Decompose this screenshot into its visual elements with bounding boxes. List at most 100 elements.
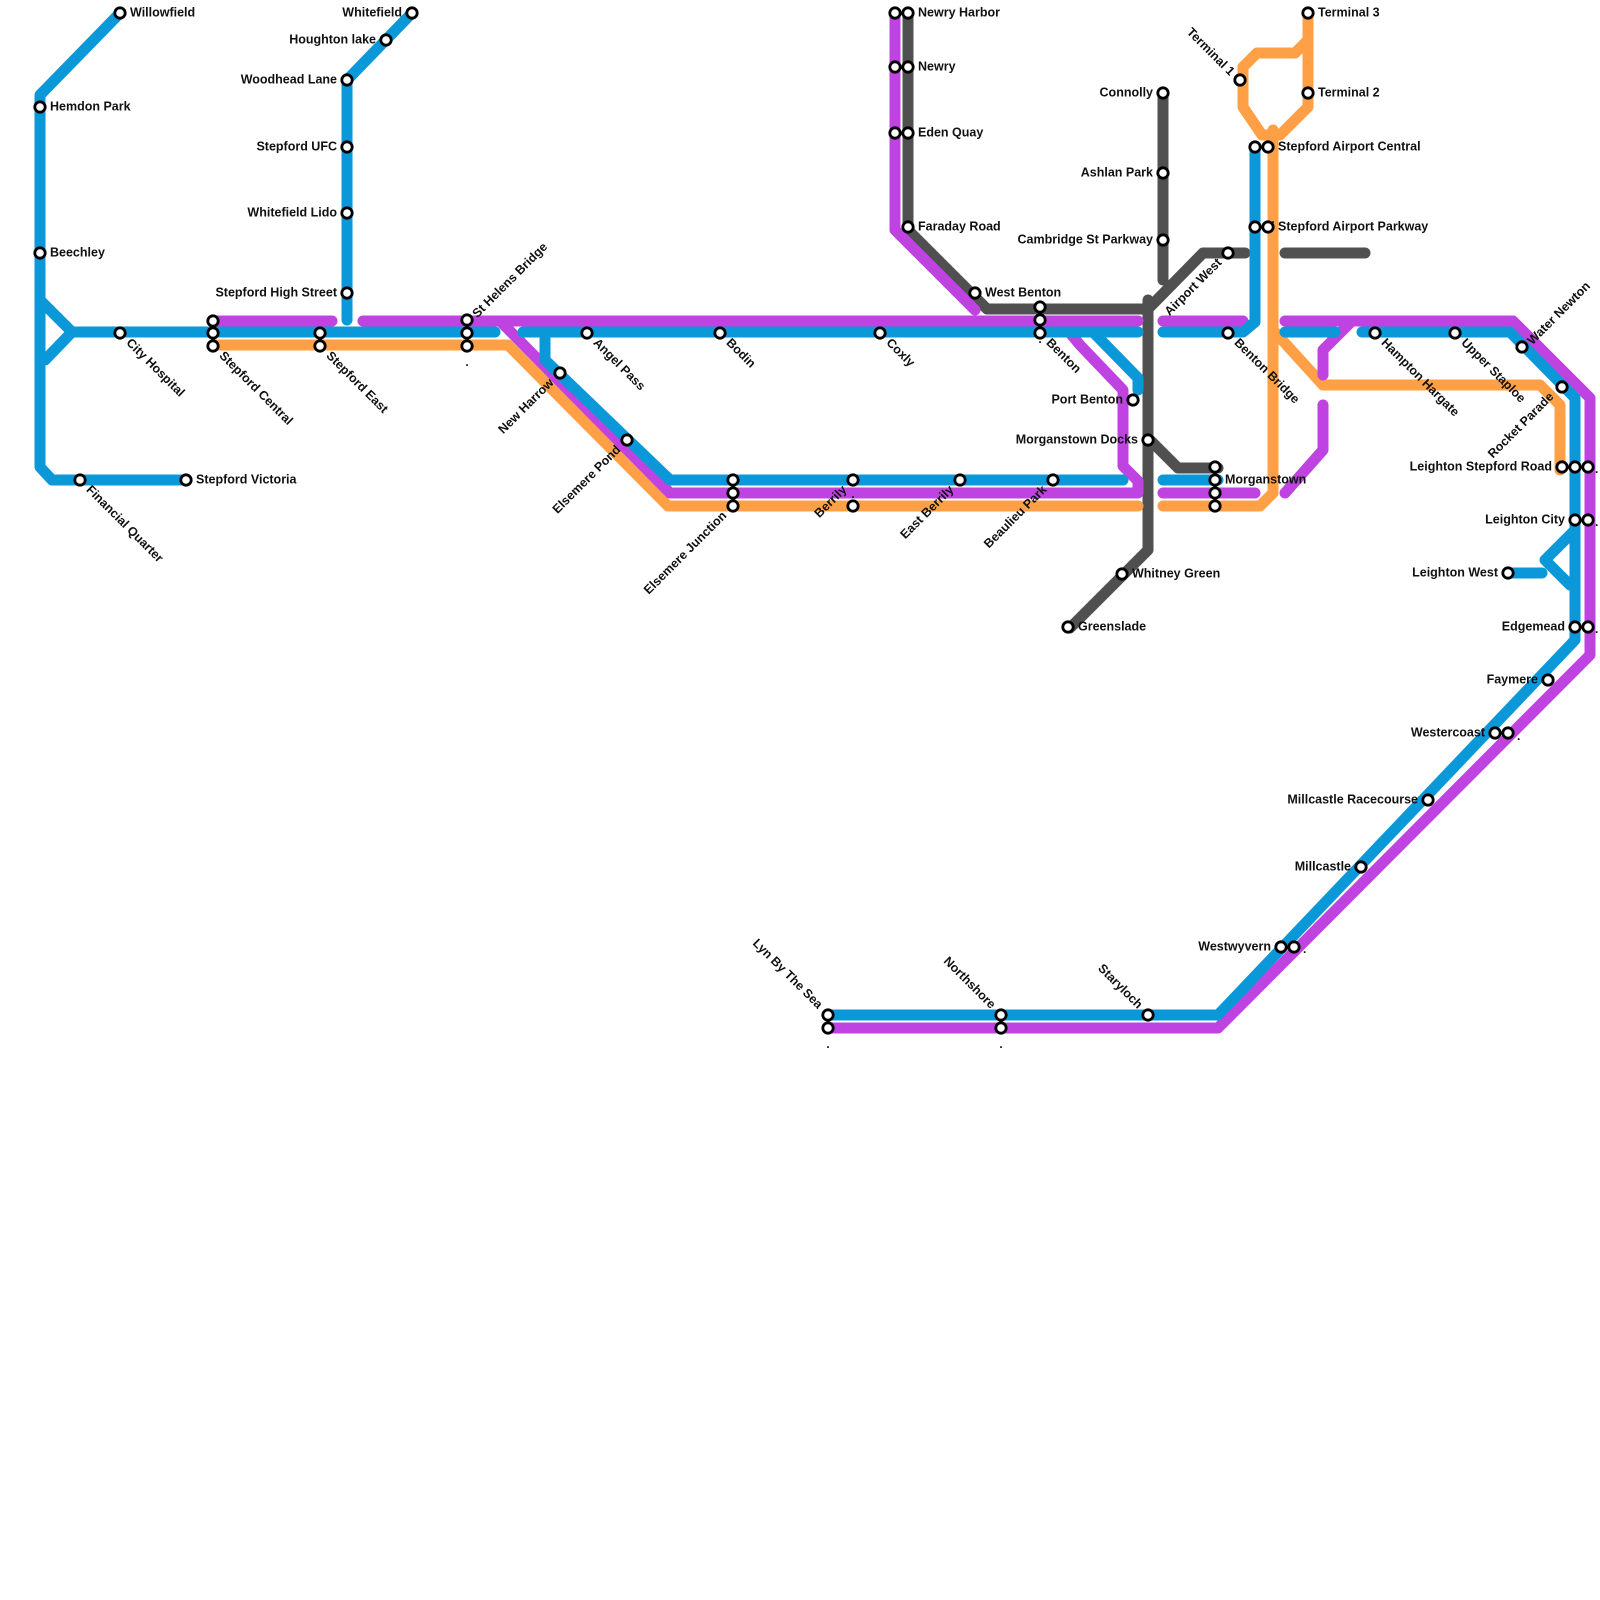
station-marker[interactable] (1035, 302, 1045, 312)
station-marker-morganstown-docks[interactable] (1143, 435, 1153, 445)
station-label-connolly[interactable]: Connolly (1100, 85, 1154, 99)
station-marker[interactable] (1583, 622, 1593, 632)
station-marker[interactable] (1035, 315, 1045, 325)
station-marker-newry[interactable] (903, 62, 913, 72)
station-marker-beaulieu-park[interactable] (1048, 475, 1058, 485)
station-label-financial-quarter[interactable]: Financial Quarter (84, 483, 167, 566)
station-marker[interactable] (1570, 462, 1580, 472)
station-marker-millcastle[interactable] (1356, 862, 1366, 872)
station-marker-edgemead[interactable] (1570, 622, 1580, 632)
station-marker-westercoast[interactable] (1490, 728, 1500, 738)
station-label-whitefield[interactable]: Whitefield (342, 5, 402, 19)
station-marker[interactable] (208, 328, 218, 338)
station-marker-terminal-2[interactable] (1303, 88, 1313, 98)
station-marker-beechley[interactable] (35, 248, 45, 258)
station-marker-rocket-parade[interactable] (1557, 382, 1567, 392)
station-marker-hemdon-park[interactable] (35, 102, 45, 112)
station-marker[interactable] (1583, 515, 1593, 525)
station-marker-bodin[interactable] (715, 328, 725, 338)
station-label-stepford-ufc[interactable]: Stepford UFC (256, 139, 337, 153)
station-label-morganstown-docks[interactable]: Morganstown Docks (1016, 432, 1138, 446)
station-label-houghton-lake[interactable]: Houghton lake (289, 32, 376, 46)
station-label-elsemere-junction[interactable]: Elsemere Junction (641, 509, 729, 597)
station-label-millcastle[interactable]: Millcastle (1295, 859, 1351, 873)
station-label-stepford-victoria[interactable]: Stepford Victoria (196, 472, 298, 486)
station-marker-hampton-hargate[interactable] (1370, 328, 1380, 338)
station-marker[interactable] (208, 316, 218, 326)
station-label-edgemead[interactable]: Edgemead (1502, 619, 1565, 633)
station-marker-morganstown[interactable] (1210, 475, 1220, 485)
station-marker-stepford-high-street[interactable] (342, 288, 352, 298)
station-label-westwyvern[interactable]: Westwyvern (1198, 939, 1271, 953)
station-label-port-benton[interactable]: Port Benton (1051, 392, 1123, 406)
station-marker-greenslade[interactable] (1063, 622, 1073, 632)
station-marker[interactable] (890, 62, 900, 72)
station-label-stepford-high-street[interactable]: Stepford High Street (215, 285, 337, 299)
station-label-hemdon-park[interactable]: Hemdon Park (50, 99, 131, 113)
station-marker-willowfield[interactable] (115, 8, 125, 18)
station-label-northshore[interactable]: Northshore (941, 954, 999, 1012)
station-label-terminal-2[interactable]: Terminal 2 (1318, 85, 1380, 99)
station-label-stepford-airport-parkway[interactable]: Stepford Airport Parkway (1278, 219, 1428, 233)
station-marker-city-hospital[interactable] (115, 328, 125, 338)
station-label-millcastle-racecourse[interactable]: Millcastle Racecourse (1287, 792, 1418, 806)
station-label-beechley[interactable]: Beechley (50, 245, 105, 259)
station-label-terminal-3[interactable]: Terminal 3 (1318, 5, 1380, 19)
station-marker-airport-west[interactable] (1223, 248, 1233, 258)
station-label-faraday-road[interactable]: Faraday Road (918, 219, 1001, 233)
station-marker-stepford-victoria[interactable] (181, 475, 191, 485)
station-label-stepford-central[interactable]: Stepford Central (217, 349, 296, 428)
station-marker-stepford-east[interactable] (315, 341, 325, 351)
station-label-morganstown[interactable]: Morganstown (1225, 472, 1306, 486)
station-label-staryloch[interactable]: Staryloch (1095, 961, 1145, 1011)
station-marker-eden-quay[interactable] (903, 128, 913, 138)
station-marker-woodhead-lane[interactable] (342, 75, 352, 85)
station-label-stepford-airport-central[interactable]: Stepford Airport Central (1278, 139, 1421, 153)
station-label-west-benton[interactable]: West Benton (985, 285, 1061, 299)
station-marker-leighton-stepford-road[interactable] (1557, 462, 1567, 472)
station-label-willowfield[interactable]: Willowfield (130, 5, 195, 19)
station-label-newry-harbor[interactable]: Newry Harbor (918, 5, 1000, 19)
station-marker[interactable] (1250, 222, 1260, 232)
station-label-angel-pass[interactable]: Angel Pass (591, 336, 649, 394)
station-marker-westwyvern[interactable] (1276, 942, 1286, 952)
station-marker[interactable] (1210, 462, 1220, 472)
station-marker[interactable] (848, 501, 858, 511)
station-marker-benton-bridge[interactable] (1223, 328, 1233, 338)
station-label-leighton-west[interactable]: Leighton West (1412, 565, 1499, 579)
station-label-eden-quay[interactable]: Eden Quay (918, 125, 983, 139)
station-marker-connolly[interactable] (1158, 88, 1168, 98)
station-label-greenslade[interactable]: Greenslade (1078, 619, 1146, 633)
station-marker-new-harrow[interactable] (555, 368, 565, 378)
station-marker-whitefield-lido[interactable] (342, 208, 352, 218)
station-marker-whitney-green[interactable] (1117, 569, 1127, 579)
station-marker-faraday-road[interactable] (903, 222, 913, 232)
station-marker-west-benton[interactable] (970, 288, 980, 298)
station-marker-water-newton[interactable] (1517, 342, 1527, 352)
station-label-ashlan-park[interactable]: Ashlan Park (1081, 165, 1153, 179)
station-marker[interactable] (315, 328, 325, 338)
station-label-cambridge-st-parkway[interactable]: Cambridge St Parkway (1018, 232, 1154, 246)
station-marker-cambridge-st-parkway[interactable] (1158, 235, 1168, 245)
station-label-leighton-stepford-road[interactable]: Leighton Stepford Road (1410, 459, 1552, 473)
station-marker-stepford-central[interactable] (208, 341, 218, 351)
station-marker-terminal-3[interactable] (1303, 8, 1313, 18)
station-label-leighton-city[interactable]: Leighton City (1485, 512, 1565, 526)
station-marker-newry-harbor[interactable] (903, 8, 913, 18)
station-marker-port-benton[interactable] (1128, 395, 1138, 405)
station-marker-millcastle-racecourse[interactable] (1423, 795, 1433, 805)
station-label-new-harrow[interactable]: New Harrow (495, 375, 556, 436)
station-label-westercoast[interactable]: Westercoast (1411, 725, 1486, 739)
station-marker-elsemere-pond[interactable] (622, 435, 632, 445)
station-marker-elsemere-junction[interactable] (728, 501, 738, 511)
station-marker[interactable] (728, 475, 738, 485)
station-marker-financial-quarter[interactable] (75, 475, 85, 485)
station-marker[interactable] (1503, 728, 1513, 738)
station-marker[interactable] (1210, 488, 1220, 498)
station-label-coxly[interactable]: Coxly (884, 336, 918, 370)
station-marker-leighton-city[interactable] (1570, 515, 1580, 525)
station-marker-houghton-lake[interactable] (381, 35, 391, 45)
station-label-hampton-hargate[interactable]: Hampton Hargate (1379, 336, 1463, 420)
station-marker-faymere[interactable] (1543, 675, 1553, 685)
station-marker[interactable] (1250, 142, 1260, 152)
